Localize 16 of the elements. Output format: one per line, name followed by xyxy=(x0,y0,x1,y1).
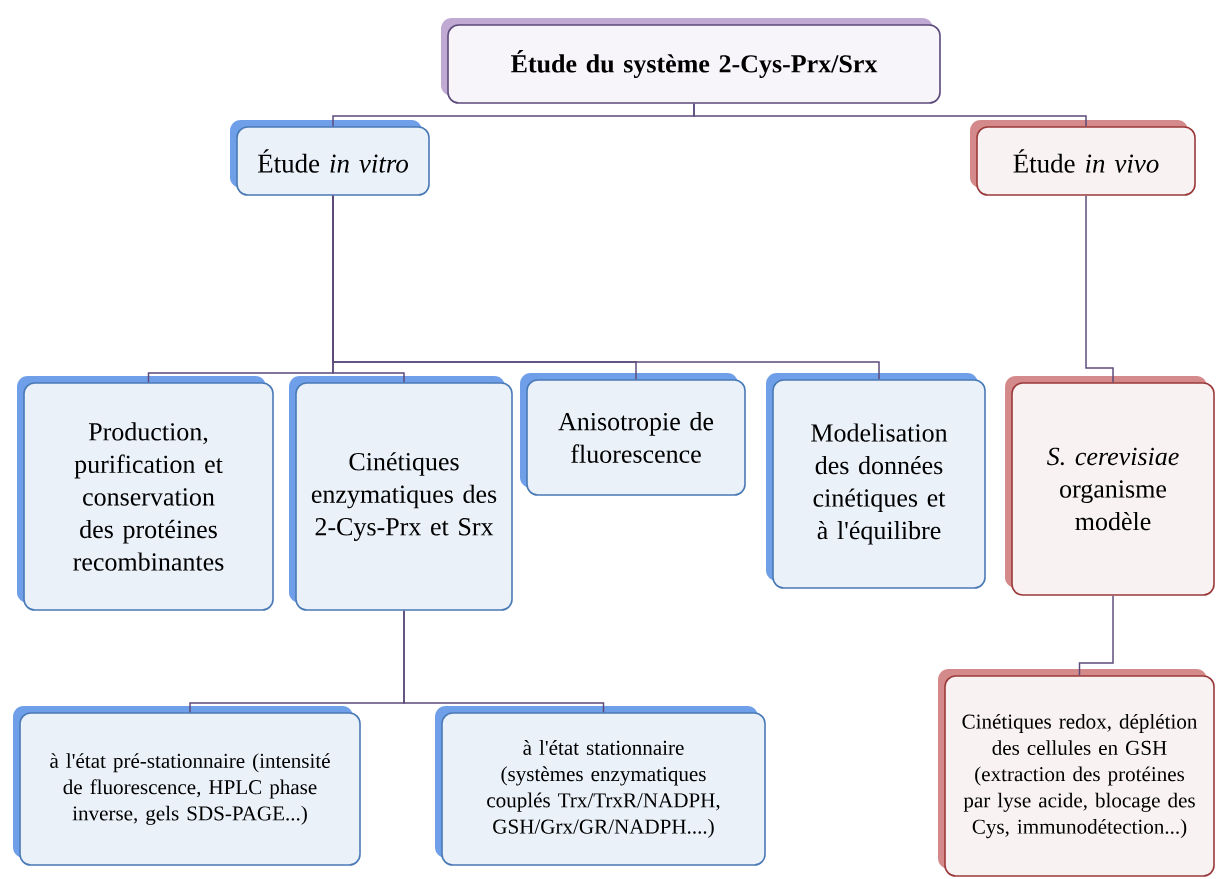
connector-line xyxy=(1078,595,1114,676)
connector-line xyxy=(1085,195,1114,383)
process-box: Cinétiques enzymatiques des 2-Cys-Prx et Srx xyxy=(289,376,513,611)
process-box: Cinétiques redox, déplétion des cellules en GSH (extraction des protéines par lyse acide, blocage des Cys, immunodétection...) xyxy=(938,669,1215,877)
process-box: à l'état stationnaire (systèmes enzymatiques couplés Trx/TrxR/NADPH, GSH/Grx/GR/NADPH....) xyxy=(435,706,766,866)
connector-line xyxy=(403,610,605,713)
process-box: Modelisation des données cinétiques et à l'équilibre xyxy=(766,373,986,589)
title-box: Étude du système 2-Cys-Prx/Srx xyxy=(441,18,941,104)
process-box: Anisotropie de fluorescence xyxy=(520,373,746,496)
process-box: S. cerevisiae organisme modèle xyxy=(1005,376,1215,596)
connector-line xyxy=(332,195,880,380)
process-box: Production, purification et conservation des protéines recombinantes xyxy=(17,376,274,611)
connector-line xyxy=(693,103,1087,127)
process-box: à l'état pré-stationnaire (intensité de fluorescence, HPLC phase inverse, gels SDS-PAGE...) xyxy=(13,706,361,866)
process-box: Étude in vivo xyxy=(970,120,1196,196)
process-box: Étude in vitro xyxy=(230,120,430,196)
